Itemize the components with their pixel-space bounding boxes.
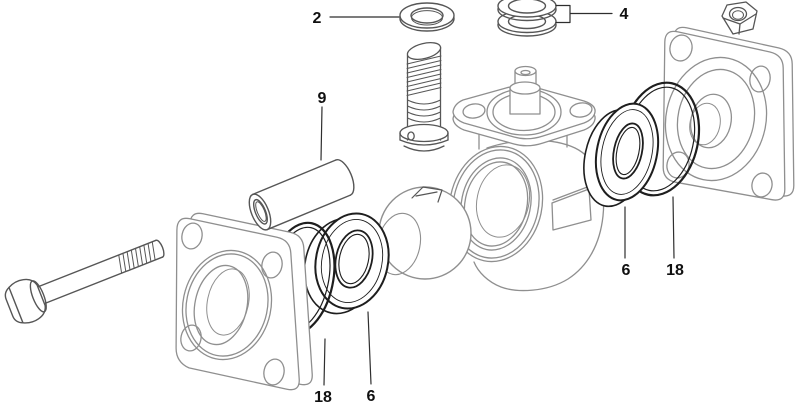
right-flange-hub-face	[676, 68, 756, 170]
tube-bore-inner	[255, 201, 267, 222]
packing-ring-face	[497, 0, 557, 18]
right-flange	[662, 26, 795, 201]
washer-hole-depth	[411, 10, 443, 26]
leader-line-9	[320, 106, 323, 161]
tube-bore	[252, 198, 268, 225]
leader-bracket-4	[555, 4, 613, 24]
left-flange-bolt-hole	[181, 222, 203, 250]
seat-hole-outer	[334, 229, 374, 289]
left-flange-front-face	[175, 217, 300, 391]
seat-front-face	[314, 212, 390, 310]
right-flange-bolt-hole	[751, 172, 773, 198]
callout-18-left: 18	[314, 389, 332, 406]
valve-body	[448, 65, 605, 292]
stem-top	[509, 65, 541, 115]
stem-boss	[509, 87, 541, 115]
leader-line-6-left	[367, 311, 372, 385]
left-flange-bolt-hole	[180, 324, 202, 352]
body-silhouette	[473, 139, 605, 292]
stem-collar-bottom	[399, 139, 449, 146]
callout-2: 2	[313, 10, 322, 27]
right-seat-ring-6	[583, 102, 660, 208]
body-rim-outer2	[452, 149, 540, 259]
bolt-head-facet	[8, 286, 24, 324]
hex-bolt	[4, 239, 165, 324]
seat-hole-outer	[612, 122, 644, 180]
callout-4: 4	[620, 6, 629, 23]
stem-top-face	[406, 41, 442, 61]
stem-boss-top	[509, 81, 541, 95]
bolt-shank-fill	[35, 240, 164, 305]
body-bore-outer	[460, 157, 532, 251]
bolt-head	[4, 278, 46, 324]
slot-outline	[411, 186, 443, 203]
seat-front-face	[594, 102, 660, 202]
tube-bottom-edge	[266, 194, 352, 231]
callout-9: 9	[318, 90, 327, 107]
callout-labels: 2 4 9 18 6 6 18	[313, 6, 684, 406]
left-flange-bore-depth	[206, 268, 250, 336]
hex-nut	[721, 1, 758, 35]
slot-inner-edge	[415, 191, 438, 197]
bolt-shank-top	[36, 239, 157, 288]
ball-sphere	[378, 186, 472, 280]
washer-hole	[410, 7, 444, 24]
body-bore-depth	[475, 164, 531, 238]
left-flange	[175, 212, 313, 391]
right-flange-hub	[664, 56, 768, 182]
pad-ear-hole	[462, 103, 486, 119]
seat-face-line	[320, 218, 384, 304]
left-flange-bore	[193, 264, 249, 346]
left-flange-hub	[181, 249, 273, 361]
bolt-head-bearing-face	[29, 280, 47, 313]
stem-body-fill	[407, 46, 441, 140]
seat-face-line	[600, 109, 654, 195]
hex-nut-facet-edge	[738, 23, 741, 35]
callout-6-right: 6	[622, 262, 631, 279]
leader-line-18-right	[672, 196, 675, 259]
stem-packing-rings-4	[497, 0, 557, 37]
packing-ring-hole	[507, 0, 547, 14]
tube-top-edge	[252, 159, 337, 196]
stem-collar	[399, 123, 449, 143]
stem-collar-pin-hole	[407, 131, 415, 141]
hex-nut-hole-depth	[732, 10, 744, 20]
washer-face	[399, 2, 455, 29]
stem-washer-2	[399, 2, 455, 32]
left-flange-hub-face	[185, 253, 269, 357]
tube-far-cap	[335, 159, 355, 196]
right-flange-bolt-hole	[666, 151, 690, 179]
right-flange-bolt-hole	[669, 34, 693, 62]
ball-stem-slot	[411, 186, 443, 203]
bolt-threads	[118, 241, 156, 274]
stem-threads	[406, 55, 442, 96]
leader-line-18-left	[323, 338, 326, 386]
spacer-tube-9	[248, 159, 355, 231]
pad-ear-hole	[569, 102, 593, 118]
tube-fill	[252, 159, 354, 230]
callout-leaders	[320, 4, 675, 386]
stem-lower-disc	[403, 145, 445, 152]
left-seat-ring-6	[303, 212, 390, 315]
packing-ring-thickness	[497, 0, 557, 22]
seat-hole-inner	[338, 233, 370, 285]
seat-hole-inner	[615, 126, 641, 176]
callout-18-right: 18	[666, 262, 684, 279]
hex-nut-hole	[728, 6, 748, 22]
right-flange-bore-depth	[689, 102, 721, 146]
left-flange-bolt-hole	[261, 251, 283, 279]
stem-grooves	[406, 99, 442, 123]
nameplate	[551, 188, 592, 231]
right-flange-bolt-hole	[749, 65, 771, 93]
body-bore-inner	[463, 161, 529, 247]
valve-ball	[376, 186, 472, 280]
callout-6-left: 6	[367, 388, 376, 405]
valve-stem	[399, 41, 449, 152]
stem-tip-detail	[520, 69, 531, 76]
bolt-tip	[155, 239, 165, 258]
left-flange-bolt-hole	[263, 358, 285, 386]
